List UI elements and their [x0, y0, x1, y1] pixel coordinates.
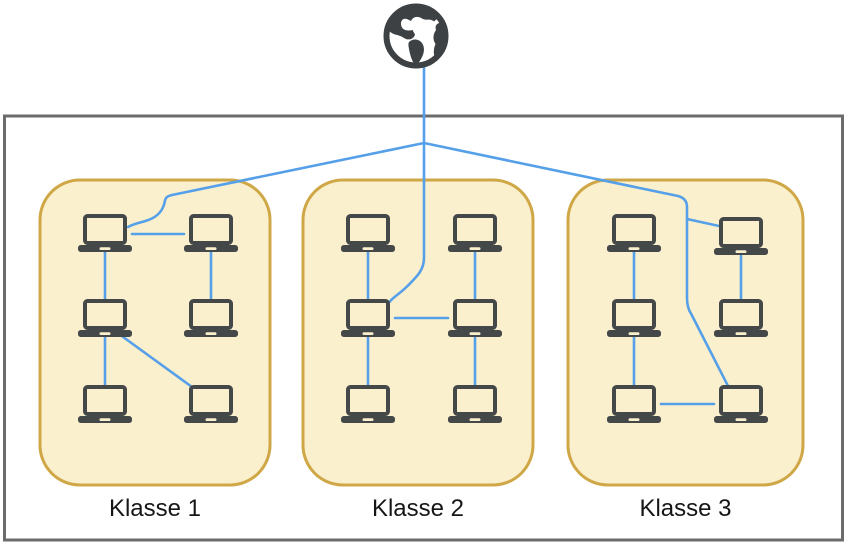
internet-links	[126, 66, 730, 388]
internet-link-klasse-3	[422, 141, 730, 388]
globe-land-south	[408, 39, 424, 66]
class-label-klasse-3: Klasse 3	[639, 495, 731, 522]
internet-link-klasse-2	[388, 141, 426, 303]
globe-land-east	[433, 22, 446, 59]
globe-icon	[383, 3, 449, 69]
network-link	[117, 332, 194, 389]
klasse-2-links	[366, 250, 477, 387]
class-box-klasse-3	[566, 178, 805, 487]
klasse-1-links	[103, 232, 213, 389]
class-box-klasse-1	[38, 178, 272, 487]
globe-land-north	[388, 6, 439, 40]
klasse-3-links	[632, 250, 743, 406]
class-label-klasse-2: Klasse 2	[372, 495, 464, 522]
internet-link-klasse-3-spur	[685, 217, 721, 228]
globe-ring	[383, 3, 449, 69]
class-label-klasse-1: Klasse 1	[109, 495, 201, 522]
internet-link-klasse-1	[126, 141, 426, 229]
